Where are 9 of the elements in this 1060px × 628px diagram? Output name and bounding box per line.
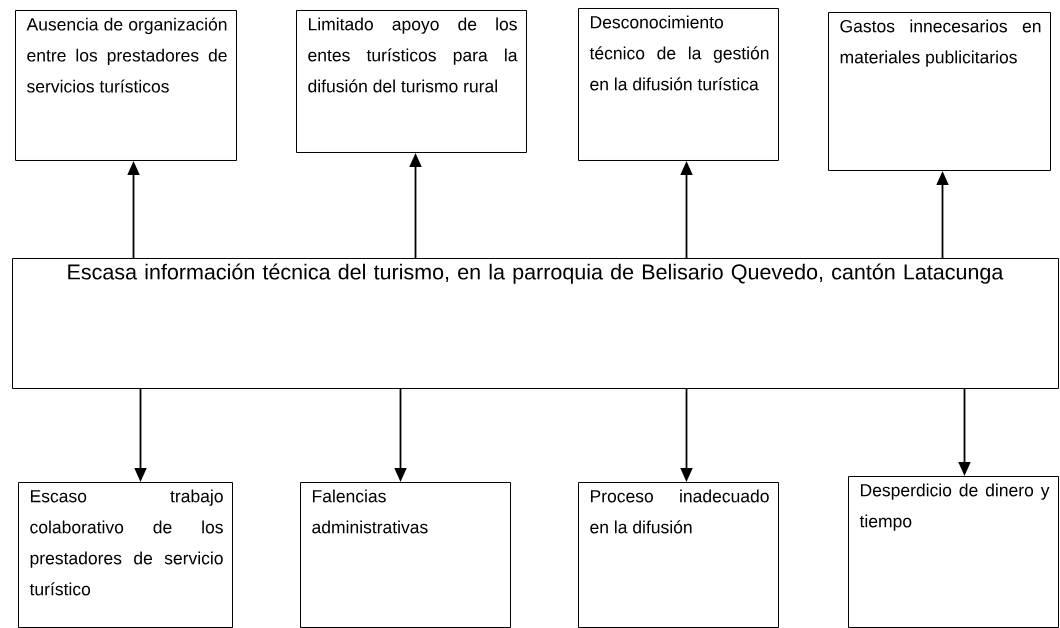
- effect-box: Gastos innecesarios en materiales publicitarios: [828, 12, 1051, 171]
- cause-box: Proceso inadecuado en la difusión: [578, 482, 779, 628]
- effect-box: Desconocimiento técnico de la gestión en la difusión turística: [578, 8, 779, 161]
- effect-box: Ausencia de organización entre los prestadores de servicios turísticos: [15, 10, 237, 161]
- cause-box: Desperdicio de dinero y tiempo: [848, 476, 1059, 628]
- cause-box: Escaso trabajo colaborativo de los prestadores de servicio turístico: [18, 482, 233, 628]
- effect-box: Limitado apoyo de los entes turísticos para la difusión del turismo rural: [296, 10, 527, 153]
- cause-box: Falencias administrativas: [300, 482, 511, 628]
- problem-box: Escasa información técnica del turismo, en la parroquia de Belisario Quevedo, cantón Latacunga: [12, 258, 1059, 389]
